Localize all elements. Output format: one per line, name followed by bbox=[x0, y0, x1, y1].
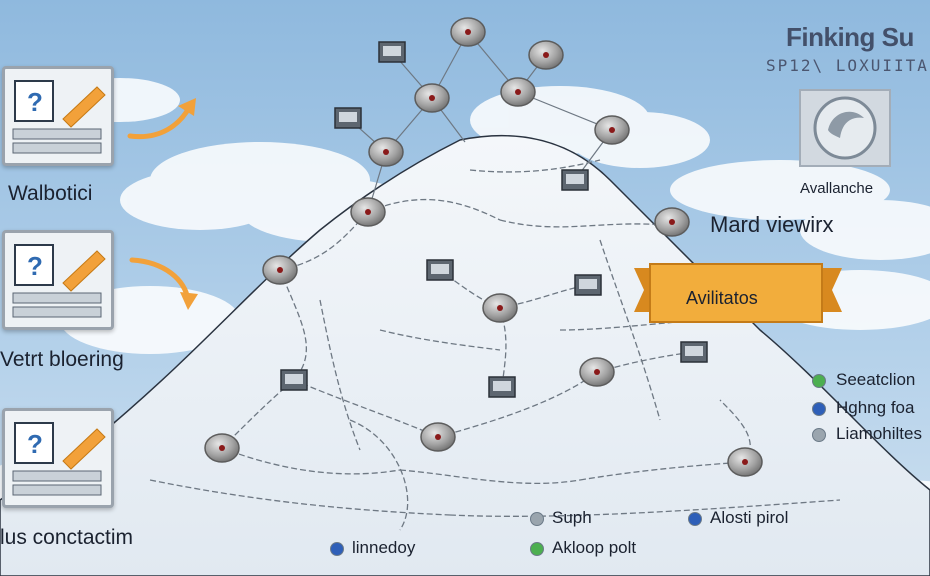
server-screen-icon bbox=[566, 174, 584, 184]
left-panel-2-label: Vetrt bloering bbox=[0, 348, 124, 371]
svg-text:?: ? bbox=[27, 251, 43, 281]
legend-dot-blue bbox=[330, 542, 344, 556]
dish-center-icon bbox=[609, 127, 615, 133]
legend-dot-green bbox=[530, 542, 544, 556]
dish-center-icon bbox=[277, 267, 283, 273]
dish-center-icon bbox=[543, 52, 549, 58]
legend-bottom-4: Akloop polt bbox=[552, 538, 637, 557]
dish-center-icon bbox=[465, 29, 471, 35]
legend-dot-green bbox=[812, 374, 826, 388]
dish-center-icon bbox=[429, 95, 435, 101]
server-screen-icon bbox=[383, 46, 401, 56]
dish-center-icon bbox=[383, 149, 389, 155]
avalanche-label: Avallanche bbox=[800, 180, 874, 197]
dish-center-icon bbox=[515, 89, 521, 95]
dish-center-icon bbox=[497, 305, 503, 311]
question-monitor-icon: ? bbox=[12, 422, 106, 496]
legend-dot-blue bbox=[812, 402, 826, 416]
question-monitor-icon: ? bbox=[12, 244, 106, 318]
svg-text:?: ? bbox=[27, 87, 43, 117]
legend-right-3: Liamohiltes bbox=[836, 424, 922, 443]
dish-center-icon bbox=[219, 445, 225, 451]
legend-dot-blue bbox=[688, 512, 702, 526]
diagram-title: Finking Su bbox=[786, 22, 914, 52]
question-monitor-icon: ? bbox=[12, 80, 106, 154]
swirl-logo-icon bbox=[799, 89, 891, 167]
legend-dot-gray bbox=[812, 428, 826, 442]
left-panel-2: ? bbox=[2, 230, 114, 330]
dish-center-icon bbox=[742, 459, 748, 465]
arrow-heads bbox=[178, 98, 198, 310]
banner-shape bbox=[634, 263, 842, 323]
banner-label: Avilitatos bbox=[686, 288, 758, 308]
diagram-subtitle: SP12\ LOXUIITA bbox=[766, 56, 929, 75]
legend-right-1: Seeatclion bbox=[836, 370, 916, 389]
legend-right-2: Hghng foa bbox=[836, 398, 915, 417]
legend-bottom-3: linnedoy bbox=[352, 538, 416, 557]
dish-center-icon bbox=[669, 219, 675, 225]
dish-center-icon bbox=[435, 434, 441, 440]
server-screen-icon bbox=[493, 381, 511, 391]
server-screen-icon bbox=[685, 346, 703, 356]
left-panel-3: ? bbox=[2, 408, 114, 508]
server-screen-icon bbox=[579, 279, 597, 289]
left-panel-1: ? bbox=[2, 66, 114, 166]
left-panel-1-label: Walbotici bbox=[8, 182, 93, 205]
server-screen-icon bbox=[431, 264, 449, 274]
legend-bottom-2: Alosti pirol bbox=[710, 508, 789, 527]
mard-view-label: Mard viewirx bbox=[710, 212, 834, 237]
svg-text:?: ? bbox=[27, 429, 43, 459]
legend-bottom-1: Suph bbox=[552, 508, 592, 527]
server-screen-icon bbox=[339, 112, 357, 122]
dish-center-icon bbox=[594, 369, 600, 375]
server-screen-icon bbox=[285, 374, 303, 384]
left-panel-3-label: lus conctactim bbox=[0, 526, 134, 549]
dish-center-icon bbox=[365, 209, 371, 215]
legend-dot-gray bbox=[530, 512, 544, 526]
